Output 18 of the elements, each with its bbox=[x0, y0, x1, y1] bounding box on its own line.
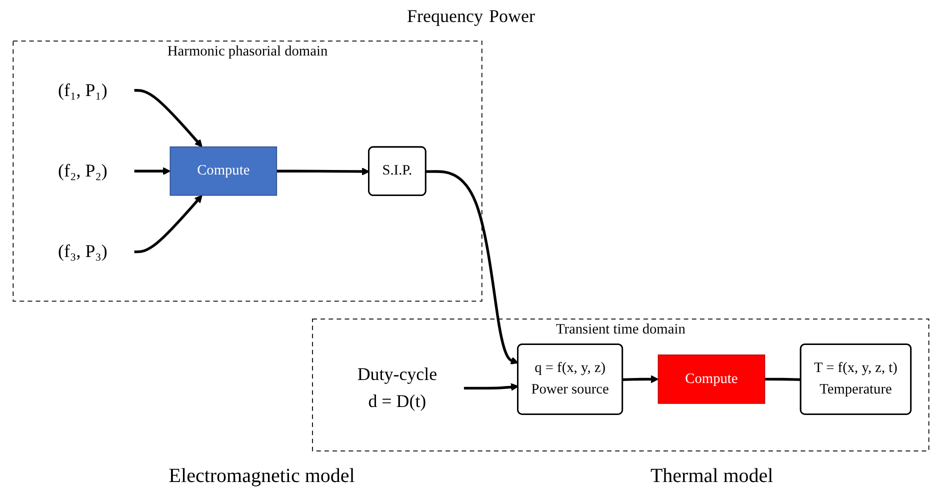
node-box: Compute bbox=[170, 146, 278, 196]
arrow bbox=[134, 194, 202, 254]
node-text: (f₂, P₂) bbox=[58, 161, 108, 181]
node-text: (f₁, P₁) bbox=[58, 80, 108, 100]
node-text: (f₃, P₃) bbox=[58, 242, 108, 262]
model-label: Thermal model bbox=[650, 465, 774, 488]
connector bbox=[764, 378, 802, 381]
arrow bbox=[622, 375, 659, 384]
arrow bbox=[464, 383, 519, 391]
input-heading: Power bbox=[488, 6, 535, 27]
arrow bbox=[134, 167, 171, 176]
input-heading: Frequency bbox=[407, 6, 483, 27]
model-label: Electromagnetic model bbox=[168, 465, 355, 488]
arrow bbox=[426, 170, 519, 364]
arrow bbox=[134, 89, 202, 148]
arrow bbox=[276, 168, 370, 176]
node-box: Compute bbox=[658, 354, 766, 404]
node-text: Duty-cycle d = D(t) bbox=[357, 364, 438, 412]
